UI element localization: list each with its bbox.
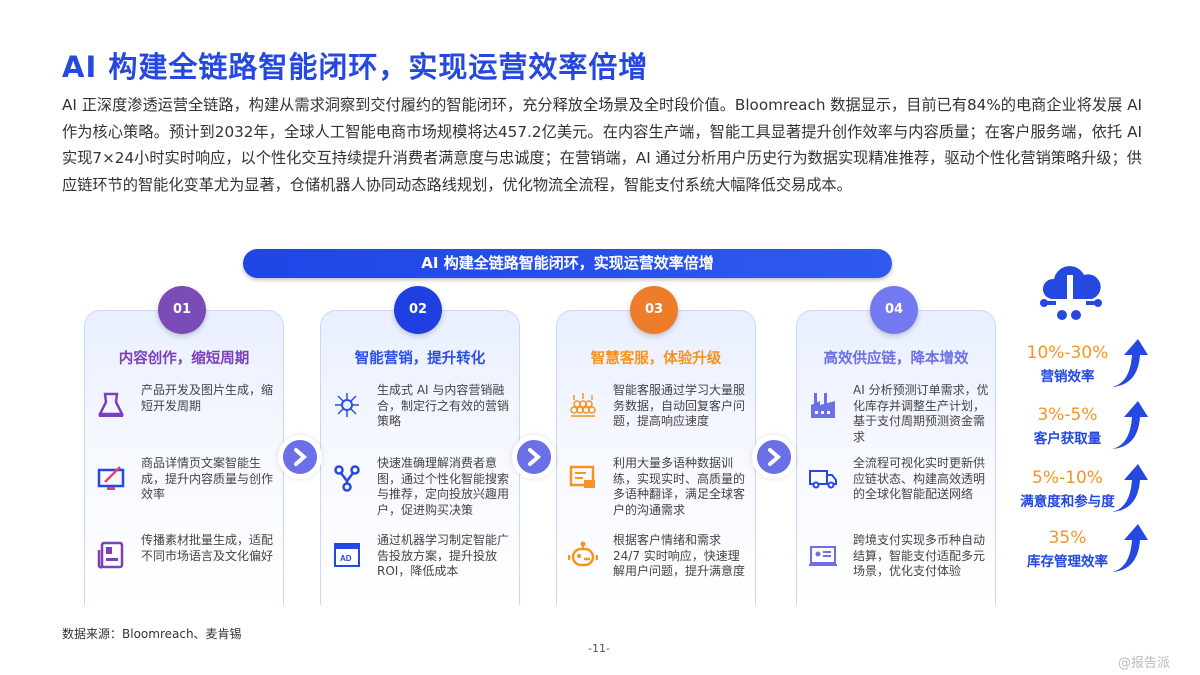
- stat-block: 3%-5% 客户获取量: [1005, 405, 1130, 447]
- card-title: 智能营销，提升转化: [354, 351, 486, 367]
- next-arrow-icon: [278, 435, 322, 479]
- growth-arrow-icon: [1112, 339, 1148, 387]
- svg-text:AD: AD: [340, 554, 352, 563]
- card-03: 03 智慧客服，体验升级 智能客服通过学习大量服务数据，自动回复客户问题，提高响…: [556, 286, 756, 605]
- item-text: 通过机器学习制定智能广告投放方案，提升投放 ROI，降低成本: [377, 533, 510, 578]
- stat-block: 35% 库存管理效率: [1005, 528, 1130, 570]
- step-number-badge: 03: [630, 286, 678, 334]
- dress-icon: [93, 387, 129, 423]
- list-item: AD 通过机器学习制定智能广告投放方案，提升投放 ROI，降低成本: [329, 533, 515, 580]
- next-arrow-icon: [512, 435, 556, 479]
- item-text: 商品详情页文案智能生成，提升内容质量与创作效率: [141, 456, 274, 501]
- card-02: 02 智能营销，提升转化 生成式 AI 与内容营销融合，制定行之有效的营销策略 …: [320, 286, 520, 605]
- item-text: 产品开发及图片生成，缩短开发周期: [141, 383, 274, 413]
- chat-screen-icon: [565, 460, 601, 496]
- growth-arrow-icon: [1112, 464, 1148, 512]
- item-text: 智能客服通过学习大量服务数据，自动回复客户问题，提高响应速度: [613, 383, 746, 428]
- list-item: 全流程可视化实时更新供应链状态、构建高效透明的全球化智能配送网络: [805, 456, 991, 503]
- item-text: AI 分析预测订单需求，优化库存并调整生产计划，基于支付周期预测资金需求: [853, 383, 989, 444]
- factory-icon: [805, 387, 841, 423]
- intro-paragraph: AI 正深度渗透运营全链路，构建从需求洞察到交付履约的智能闭环，充分释放全场景及…: [62, 96, 1142, 194]
- stat-value: 3%-5%: [1037, 405, 1098, 425]
- stat-label: 满意度和参与度: [1020, 494, 1115, 510]
- robot-icon: [565, 537, 601, 573]
- step-number-badge: 04: [870, 286, 918, 334]
- ad-window-icon: AD: [329, 537, 365, 573]
- item-text: 传播素材批量生成，适配不同市场语言及文化偏好: [141, 533, 274, 563]
- item-text: 全流程可视化实时更新供应链状态、构建高效透明的全球化智能配送网络: [853, 456, 986, 501]
- data-source: 数据来源：Bloomreach、麦肯锡: [62, 627, 242, 641]
- stat-label: 客户获取量: [1033, 431, 1102, 447]
- ai-cloud-brain-icon: [1040, 266, 1102, 320]
- crowd-icon: [565, 387, 601, 423]
- branch-icon: [329, 460, 365, 496]
- list-item: 根据客户情绪和需求 24/7 实时响应，快速理解用户问题，提升满意度: [565, 533, 751, 580]
- list-item: 产品开发及图片生成，缩短开发周期: [93, 383, 279, 423]
- list-item: 利用大量多语种数据训练，实现实时、高质量的多语种翻译，满足全球客户的沟通需求: [565, 456, 751, 518]
- list-item: 智能客服通过学习大量服务数据，自动回复客户问题，提高响应速度: [565, 383, 751, 430]
- card-title: 高效供应链，降本增效: [823, 351, 969, 367]
- growth-arrow-icon: [1112, 401, 1148, 449]
- list-item: 商品详情页文案智能生成，提升内容质量与创作效率: [93, 456, 279, 503]
- watermark: @报告派: [1118, 656, 1171, 671]
- card-04: 04 高效供应链，降本增效 AI 分析预测订单需求，优化库存并调整生产计划，基于…: [796, 286, 996, 605]
- stat-label: 库存管理效率: [1027, 554, 1108, 570]
- page-title: AI 构建全链路智能闭环，实现运营效率倍增: [62, 50, 649, 84]
- monitor-pen-icon: [93, 460, 129, 496]
- newspaper-icon: [93, 537, 129, 573]
- item-text: 根据客户情绪和需求 24/7 实时响应，快速理解用户问题，提升满意度: [613, 533, 746, 578]
- list-item: 生成式 AI 与内容营销融合，制定行之有效的营销策略: [329, 383, 515, 430]
- stat-value: 35%: [1048, 528, 1087, 548]
- list-item: 跨境支付实现多币种自动结算，智能支付适配多元场景，优化支付体验: [805, 533, 991, 580]
- item-text: 利用大量多语种数据训练，实现实时、高质量的多语种翻译，满足全球客户的沟通需求: [613, 456, 746, 517]
- next-arrow-icon: [752, 435, 796, 479]
- stat-value: 5%-10%: [1032, 468, 1103, 488]
- section-banner: AI 构建全链路智能闭环，实现运营效率倍增: [243, 249, 892, 278]
- growth-arrow-icon: [1112, 524, 1148, 572]
- item-text: 生成式 AI 与内容营销融合，制定行之有效的营销策略: [377, 383, 510, 428]
- stat-value: 10%-30%: [1026, 343, 1109, 363]
- list-item: AI 分析预测订单需求，优化库存并调整生产计划，基于支付周期预测资金需求: [805, 383, 991, 445]
- item-text: 快速准确理解消费者意图，通过个性化智能搜索与推荐，定向投放兴趣用户，促进购买决策: [377, 456, 510, 517]
- payment-card-icon: [805, 537, 841, 573]
- list-item: 快速准确理解消费者意图，通过个性化智能搜索与推荐，定向投放兴趣用户，促进购买决策: [329, 456, 515, 518]
- page-number: -11-: [588, 642, 610, 655]
- truck-icon: [805, 460, 841, 496]
- stat-label: 营销效率: [1040, 369, 1095, 385]
- step-number-badge: 01: [158, 286, 206, 334]
- network-icon: [329, 387, 365, 423]
- item-text: 跨境支付实现多币种自动结算，智能支付适配多元场景，优化支付体验: [853, 533, 986, 578]
- stat-block: 10%-30% 营销效率: [1005, 343, 1130, 385]
- card-title: 内容创作，缩短周期: [118, 351, 250, 367]
- card-title: 智慧客服，体验升级: [590, 351, 722, 367]
- card-01: 01 内容创作，缩短周期 产品开发及图片生成，缩短开发周期 商品详情页文案智能生…: [84, 286, 284, 605]
- list-item: 传播素材批量生成，适配不同市场语言及文化偏好: [93, 533, 279, 573]
- stat-block: 5%-10% 满意度和参与度: [1005, 468, 1130, 510]
- step-number-badge: 02: [394, 286, 442, 334]
